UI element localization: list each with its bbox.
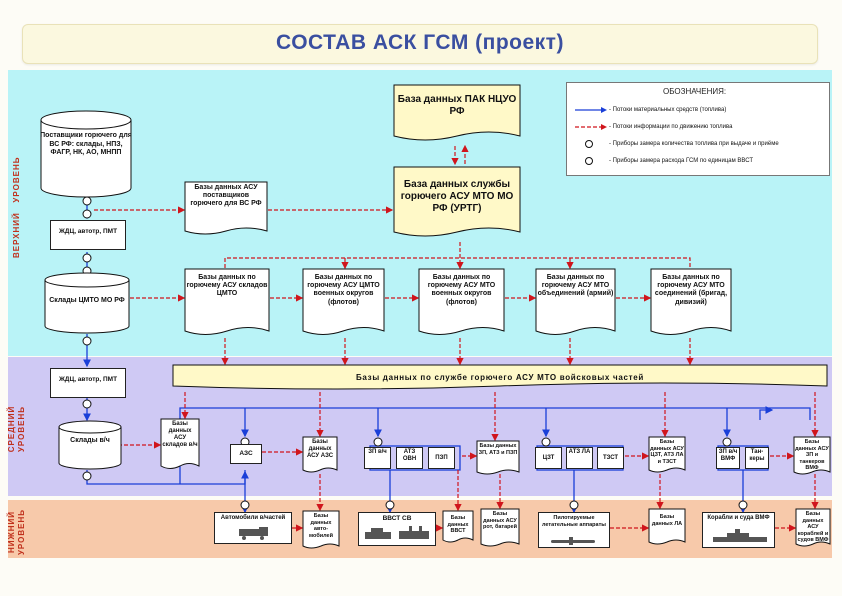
czt-box: ЦЗТ (535, 447, 562, 469)
db-ships: Базы данных АСУ кораблей и судов ВМФ (795, 508, 831, 550)
page-title: СОСТАВ АСК ГСМ (проект) (276, 31, 564, 54)
db-aircraft: Базы данных ЛА (648, 508, 686, 548)
azs-label: АЗС (239, 450, 253, 457)
azs-box: АЗС (230, 444, 262, 464)
db-aircraft-label: Базы данных ЛА (651, 514, 683, 527)
zp-vmf-box: ЗП в/ч ВМФ (716, 447, 740, 469)
tankers-label: Тан-керы (749, 449, 765, 462)
czt-label: ЦЗТ (542, 455, 555, 461)
aircraft-icon (551, 537, 597, 545)
db-row-3-label: Базы данных по горючему АСУ МТО военных … (427, 274, 496, 306)
db-suppliers-label: Базы данных АСУ поставщиков горючего для… (190, 184, 262, 208)
pzp-box: ПЗП (428, 447, 455, 469)
db-companies-label: Базы данных АСУ рот, батарей (483, 511, 517, 530)
atz-ovn-label: АТЗ ОВН (402, 449, 417, 462)
db-ships-label: Базы данных АСУ кораблей и судов ВМФ (797, 511, 829, 543)
zp-label: ЗП в/ч (368, 449, 387, 455)
atz-la-box: АТЗ ЛА (566, 447, 593, 469)
db-row-1-label: Базы данных по горючему АСУ складов ЦМТО (186, 274, 268, 298)
db-urtg-label: База данных службы горючего АСУ МТО МО Р… (400, 179, 514, 214)
aircraft-box: Пилотируемые летательные аппараты (538, 512, 610, 548)
warehouse-label: Склады в/ч (70, 437, 110, 444)
ships-box: Корабли и суда ВМФ (702, 512, 775, 548)
db-warehouse: Базы данных АСУ складов в/ч (160, 418, 200, 472)
atz-ovn-box: АТЗ ОВН (396, 447, 423, 469)
legend-title: ОБОЗНАЧЕНИЯ: (663, 87, 727, 96)
pzp-label: ПЗП (435, 455, 448, 461)
zp-box: ЗП в/ч (364, 447, 391, 469)
unit-db-banner: Базы данных по службе горючего АСУ МТО в… (172, 364, 828, 392)
ship-icon (713, 529, 767, 543)
armored-vehicle-icon (365, 526, 431, 542)
legend-item-quantity-meter: - Приборы замера количества топлива при … (609, 141, 779, 147)
db-czt: Базы данных АСУ ЦЗТ, АТЗ ЛА и ТЗСТ (648, 436, 686, 476)
db-vvst-label: Базы данных ВВСТ (447, 515, 469, 534)
db-tankers: Базы данных АСУ ЗП и танкеров ВМФ (793, 436, 831, 478)
tzst-label: ТЗСТ (602, 455, 619, 461)
db-companies: Базы данных АСУ рот, батарей (480, 508, 520, 550)
tzst-box: ТЗСТ (597, 447, 624, 469)
db-tankers-label: Базы данных АСУ ЗП и танкеров ВМФ (795, 439, 829, 471)
db-row-5-label: Базы данных по горючему АСУ МТО соединен… (654, 274, 728, 306)
zp-vmf-label: ЗП в/ч ВМФ (718, 449, 738, 462)
truck-icon (239, 527, 269, 540)
warehouse-cylinder: Склады в/ч (58, 420, 122, 470)
db-vvst: Базы данных ВВСТ (442, 510, 474, 546)
rail-transport-box-2: ЖДЦ, автотр, ПМТ (50, 368, 126, 398)
vehicles-box: Автомобили в/частей (214, 512, 292, 544)
vvst-box: ВВСТ СВ (358, 512, 436, 546)
db-pak-label: База данных ПАК НЦУО РФ (397, 94, 517, 117)
vvst-label: ВВСТ СВ (382, 515, 412, 522)
ships-label: Корабли и суда ВМФ (707, 515, 770, 521)
db-row-4-label: Базы данных по горючему АСУ МТО объедине… (537, 274, 614, 298)
atz-la-label: АТЗ ЛА (568, 449, 591, 455)
level-label-mid: СРЕДНИЙ УРОВЕНЬ (7, 405, 26, 453)
db-row-4: Базы данных по горючему АСУ МТО объедине… (535, 268, 616, 338)
legend-item-material: - Потоки материальных средств (топлива) (609, 107, 727, 113)
db-zp-label: Базы данных ЗП, АТЗ и ПЗП (478, 443, 518, 456)
cmto-cylinder: Склады ЦМТО МО РФ (44, 272, 130, 334)
db-suppliers: Базы данных АСУ поставщиков горючего для… (184, 181, 268, 237)
db-pak-nцuo: База данных ПАК НЦУО РФ (393, 84, 521, 144)
rail-transport-box-1: ЖДЦ, автотр, ПМТ (50, 220, 126, 250)
level-label-low: НИЖНИЙ УРОВЕНЬ (7, 508, 26, 556)
suppliers-label: Поставщики горючего для ВС РФ: склады, Н… (40, 132, 132, 156)
db-row-1: Базы данных по горючему АСУ складов ЦМТО (184, 268, 270, 338)
db-urtg: База данных службы горючего АСУ МТО МО Р… (393, 166, 521, 242)
db-azs: Базы данных АСУ АЗС (302, 436, 338, 476)
db-zp: Базы данных ЗП, АТЗ и ПЗП (476, 440, 520, 478)
title-bar: СОСТАВ АСК ГСМ (проект) (22, 24, 818, 64)
level-label-top: ВЕРХНИЙ УРОВЕНЬ (12, 156, 21, 259)
db-row-3: Базы данных по горючему АСУ МТО военных … (418, 268, 505, 338)
db-vehicles-label: Базы данных авто-мобилей (309, 513, 333, 539)
cmto-label: Склады ЦМТО МО РФ (49, 297, 125, 304)
legend-item-info: - Потоки информации по движению топлива (609, 124, 733, 130)
legend-item-consumption-meter: - Приборы замера расхода ГСМ по единицам… (609, 158, 754, 164)
tankers-box: Тан-керы (745, 447, 769, 469)
vehicles-label: Автомобили в/частей (220, 515, 286, 521)
aircraft-label: Пилотируемые летательные аппараты (542, 515, 606, 528)
rail-transport-label-1: ЖДЦ, автотр, ПМТ (58, 228, 118, 235)
db-row-2-label: Базы данных по горючему АСУ ЦМТО военных… (307, 274, 380, 306)
db-vehicles: Базы данных авто-мобилей (302, 510, 340, 552)
unit-db-banner-label: Базы данных по службе горючего АСУ МТО в… (355, 373, 645, 382)
db-row-5: Базы данных по горючему АСУ МТО соединен… (650, 268, 732, 338)
db-row-2: Базы данных по горючему АСУ ЦМТО военных… (302, 268, 385, 338)
legend-swatches (575, 107, 607, 165)
rail-transport-label-2: ЖДЦ, автотр, ПМТ (58, 376, 118, 383)
legend: ОБОЗНАЧЕНИЯ: - Потоки материальных средс… (566, 82, 830, 176)
suppliers-cylinder: Поставщики горючего для ВС РФ: склады, Н… (40, 110, 132, 198)
